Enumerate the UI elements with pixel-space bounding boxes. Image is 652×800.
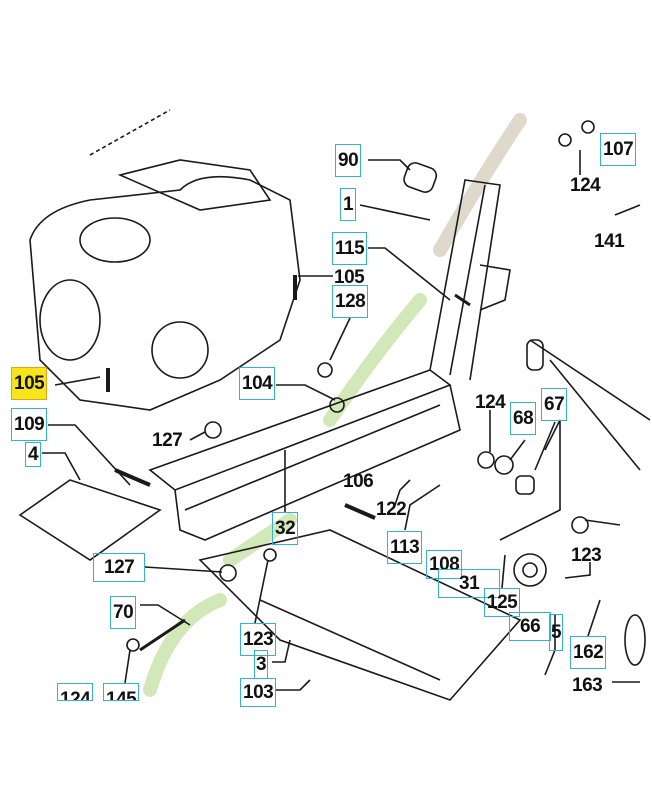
callout-68[interactable]: 68 [510,402,537,435]
callout-3[interactable]: 3 [254,650,269,679]
callout-127-boxed[interactable]: 127 [93,553,146,582]
callout-113[interactable]: 113 [387,531,423,564]
callout-106[interactable]: 106 [343,471,374,492]
callout-66[interactable]: 66 [509,612,552,641]
callout-5[interactable]: 5 [549,614,564,651]
callout-1[interactable]: 1 [340,188,357,221]
callout-141[interactable]: 141 [594,231,625,252]
callout-122[interactable]: 122 [376,499,407,520]
callout-115[interactable]: 115 [332,232,368,265]
callout-125[interactable]: 125 [484,588,521,617]
callout-124-partial[interactable]: 124 [57,683,94,701]
callout-104[interactable]: 104 [239,367,276,400]
callout-109[interactable]: 109 [11,408,48,441]
line-art [18,109,651,701]
callout-145-partial[interactable]: 145 [103,683,140,701]
callout-67[interactable]: 67 [541,388,568,421]
callout-123[interactable]: 123 [571,545,602,566]
callout-128[interactable]: 128 [332,285,369,318]
callout-4[interactable]: 4 [25,442,42,467]
callout-124[interactable]: 124 [570,175,601,196]
callout-162[interactable]: 162 [570,636,607,669]
callout-123-boxed[interactable]: 123 [240,623,277,656]
callout-124[interactable]: 124 [475,392,506,413]
callout-103[interactable]: 103 [240,678,277,707]
callout-105-highlighted[interactable]: 105 [11,367,48,400]
watermark [143,113,527,697]
callout-32[interactable]: 32 [272,512,299,545]
callout-90[interactable]: 90 [335,144,362,177]
callout-107[interactable]: 107 [600,133,637,166]
callout-163[interactable]: 163 [572,675,603,696]
callout-105[interactable]: 105 [334,267,365,288]
callout-70[interactable]: 70 [110,596,137,629]
callout-127[interactable]: 127 [152,430,183,451]
callout-31[interactable]: 31 [438,569,501,598]
